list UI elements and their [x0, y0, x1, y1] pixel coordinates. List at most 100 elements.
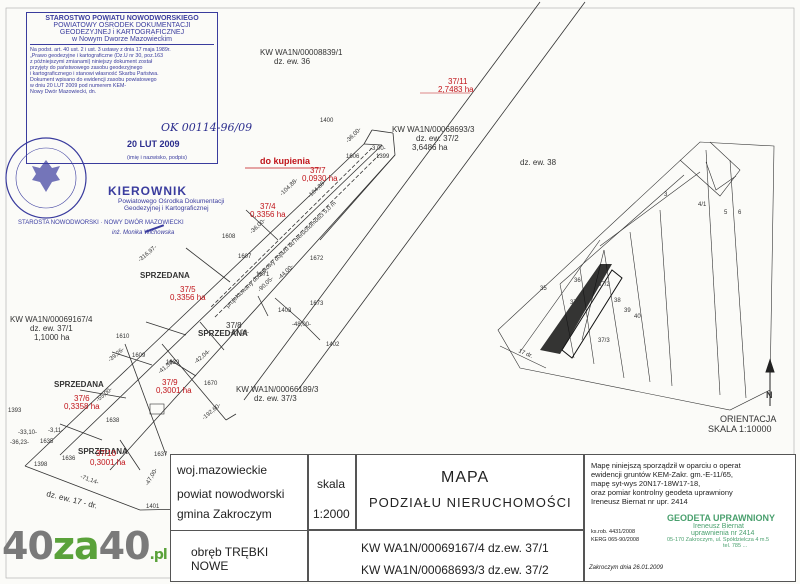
notes-box: Mapę niniejszą sporządził w oparciu o op…	[584, 454, 796, 582]
stamp-body-5: Dokument wpisano do ewidencji zasobu pow…	[30, 77, 157, 83]
title-box: MAPA PODZIAŁU NIERUCHOMOŚCI	[356, 454, 584, 530]
pt-1637: 1637	[154, 452, 168, 458]
label-dz-36: dz. ew. 36	[274, 57, 311, 66]
kierownik-title: KIEROWNIK	[108, 184, 187, 198]
label-dz-38: dz. ew. 38	[520, 158, 557, 167]
round-seal-text: STAROSTA NOWODWORSKI · NOWY DWÓR MAZOWIE…	[18, 219, 184, 226]
inset-parcel-371	[561, 269, 623, 359]
stamp-line-2: GEODEZYJNEJ i KARTOGRAFICZNEJ	[59, 29, 185, 36]
official-stamp: STAROSTWO POWIATU NOWODWORSKIEGO POWIATO…	[26, 12, 252, 164]
label-dz-373: dz. ew. 37/3	[254, 394, 297, 403]
watermark-logo: 40za40.pl	[2, 524, 168, 568]
kerg: KERG 065-90/2008	[591, 537, 640, 543]
geodeta-title: GEODETA UPRAWNIONY	[667, 513, 776, 523]
pt-1398: 1398	[34, 462, 48, 468]
dim-4: -316,97-	[137, 245, 158, 264]
stamp-date: 20 LUT 2009	[127, 139, 180, 149]
pt-1636: 1636	[62, 456, 76, 462]
inset-39: 39	[624, 308, 631, 314]
label-375: 37/5	[180, 285, 196, 294]
label-kw-372: KW WA1N/00068693/3	[392, 125, 475, 134]
stamp-header: STAROSTWO POWIATU NOWODWORSKIEGO	[45, 15, 199, 22]
label-sprzedana-3: SPRZEDANA	[54, 380, 104, 389]
label-375-area: 0,3356 ha	[170, 293, 206, 302]
pt-1638: 1638	[106, 418, 120, 424]
obreb-box: obręb TRĘBKI NOWE	[170, 530, 308, 582]
north-arrow	[765, 358, 775, 406]
label-3711-area: 2,7483 ha	[438, 85, 474, 94]
label-dz-372: dz. ew. 37/2	[416, 134, 459, 143]
dim-8: -48,00-	[292, 322, 311, 328]
stamp-body-6: w dniu 20 LUT 2009 pod numerem KEM-	[30, 83, 127, 89]
label-376-area: 0,3358 ha	[64, 402, 100, 411]
pt-1635: 1635	[40, 439, 54, 445]
building-icon	[149, 403, 165, 415]
kw-box: KW WA1N/00069167/4 dz.ew. 37/1 KW WA1N/0…	[308, 530, 584, 582]
pt-1393: 1393	[8, 408, 22, 414]
dim-10: -42,04-	[193, 349, 211, 366]
inset-3: 3	[664, 192, 668, 198]
label-dz-371-area: 1,1000 ha	[34, 333, 70, 342]
note-line-4: Ireneusz Biernat nr upr. 2414	[591, 497, 688, 506]
geodeta-tel: tel. 785 ...	[723, 543, 748, 549]
label-sprzedana-4: SPRZEDANA	[78, 447, 128, 456]
inset-6: 6	[738, 210, 742, 216]
stamp-body-4: i kartograficznego i stanowi własność Sk…	[30, 71, 159, 77]
stamp-handwritten-number: OK 00114-96/09	[161, 121, 253, 134]
zakroczym-date: Zakroczym dnia 26.01.2009	[589, 565, 664, 571]
dim-16: -3,11-	[48, 428, 63, 434]
pt-1639: 1639	[166, 360, 180, 366]
geodeta-num: uprawnienia nr 2414	[691, 530, 755, 537]
pt-1608: 1608	[222, 234, 236, 240]
title-block: woj.mazowieckie powiat nowodworski gmina…	[170, 454, 796, 582]
wm-a: 40	[2, 524, 54, 568]
pt-1399: 1399	[376, 154, 390, 160]
dim-1: -3,00-	[370, 146, 386, 152]
inset-372: 37/2	[598, 282, 610, 288]
label-sprzedana-2: SPRZEDANA	[198, 329, 248, 338]
pt-1609: 1609	[132, 353, 146, 359]
inset-371: 37/1	[570, 300, 582, 306]
label-dz-372-area: 3,6486 ha	[412, 143, 448, 152]
pt-1673: 1673	[310, 301, 324, 307]
map-subtitle: PODZIAŁU NIERUCHOMOŚCI	[369, 495, 572, 510]
stamp-body-2: z późniejszymi zmianami) niniejszy dokum…	[30, 59, 153, 65]
powiat-label: powiat nowodworski	[177, 487, 285, 501]
stamp-line-3: w Nowym Dworze Mazowieckim	[30, 36, 214, 45]
stamp-body-1: „Prawo geodezyjne i kartograficzne (Dz.U…	[30, 53, 164, 59]
label-3710-area: 0,3001 ha	[90, 458, 126, 467]
skala-inset-label: SKALA 1:10000	[708, 424, 772, 434]
scale-label: skala	[317, 477, 346, 491]
inset-373: 37/3	[598, 338, 610, 344]
label-kw-top: KW WA1N/00008839/1	[260, 48, 343, 57]
pt-1607: 1607	[238, 254, 252, 260]
note-line-2: mapę syt-wys 20N17-18W17-18,	[591, 479, 701, 488]
stamp-body-3: przyjęty do państwowego zasobu geodezyjn…	[30, 65, 143, 71]
eagle-icon	[32, 160, 60, 192]
pt-1671: 1671	[256, 272, 270, 278]
pt-1402: 1402	[326, 342, 340, 348]
label-kw-373: KW WA1N/00066189/3	[236, 385, 319, 394]
stamp-body-7: Nowy Dwór Mazowiecki, dn.	[30, 89, 97, 95]
round-seal	[5, 137, 87, 219]
wm-b: za	[52, 524, 100, 568]
scale-value: 1:2000	[313, 507, 350, 521]
parcel-lines	[24, 1, 586, 511]
inset-17dr: 17 dr.	[517, 348, 533, 360]
inset-38: 38	[614, 298, 621, 304]
label-374-area: 0,3356 ha	[250, 210, 286, 219]
woj-label: woj.mazowieckie	[177, 463, 268, 477]
orientacja-label: ORIENTACJA	[720, 414, 776, 424]
note-line-1: ewidencji gruntów KEM-Zakr. gm.-E-11/65,	[591, 470, 733, 479]
ks-rob: ks.rob. 4431/2008	[591, 529, 636, 535]
label-kw-371: KW WA1N/00069167/4	[10, 315, 93, 324]
stamp-sign-caption: (imię i nazwisko, podpis)	[127, 155, 187, 161]
pt-1672: 1672	[310, 256, 324, 262]
inset-5: 5	[724, 210, 728, 216]
pt-1606: 1606	[346, 154, 360, 160]
dim-11: -39,26-	[107, 347, 125, 364]
pt-1400: 1400	[320, 118, 334, 124]
label-3711: 37/11	[448, 77, 468, 86]
dim-5: -36,00-	[249, 218, 267, 236]
